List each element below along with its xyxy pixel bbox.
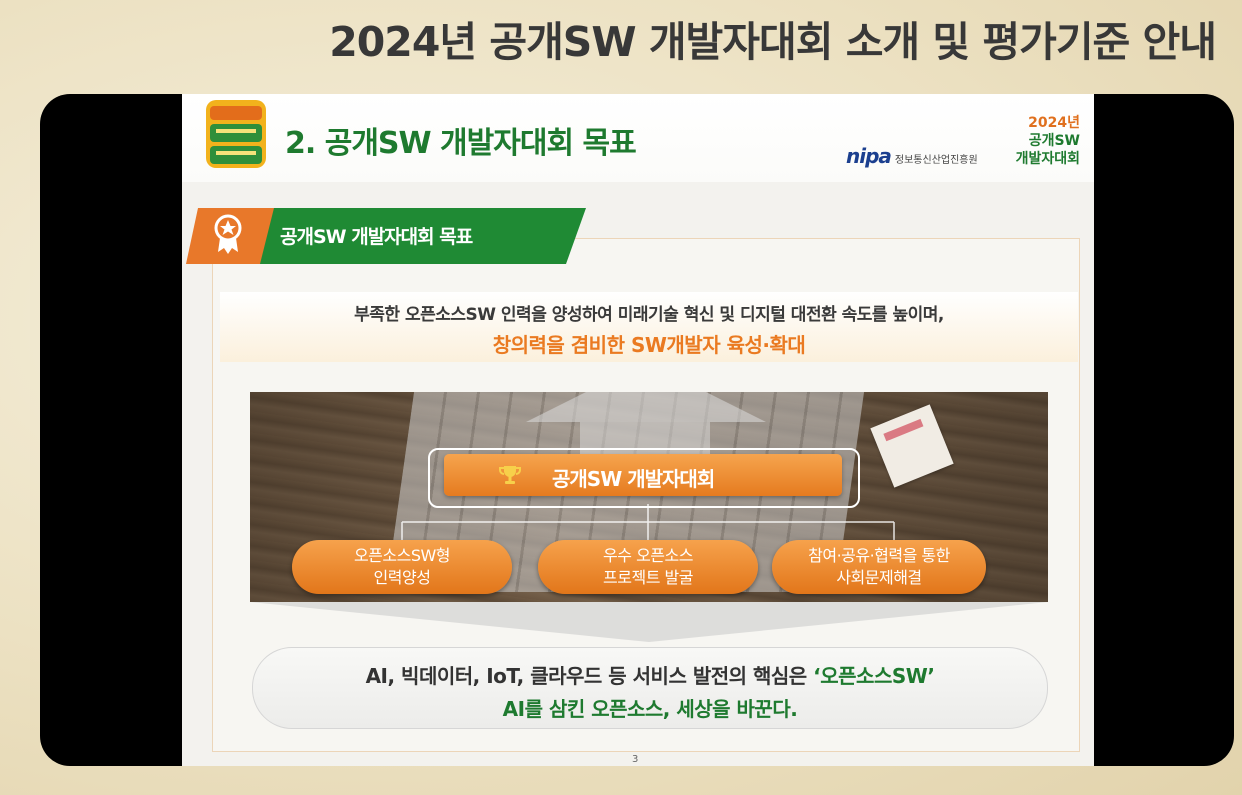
pillar-projects-line2: 프로젝트 발굴 [603,568,693,587]
page-number: 3 [632,754,639,765]
event-brand: 2024년 공개SW 개발자대회 [1016,114,1080,168]
page-title: 2024년 공개SW 개발자대회 소개 및 평가기준 안내 [329,18,1217,66]
pillar-talent-line1: 오픈소스SW형 [353,546,451,565]
section-label: 공개SW 개발자대회 목표 [280,226,473,248]
brand-name-line1: 공개SW [1028,133,1080,149]
background-photo: 공개SW 개발자대회 오픈소스SW형 인력양성 우수 오픈소스 프로젝트 발굴 … [250,392,1048,602]
pillar-talent: 오픈소스SW형 인력양성 [292,540,512,594]
section-banner [186,208,586,264]
pillar-projects: 우수 오픈소스 프로젝트 발굴 [538,540,758,594]
pillar-projects-line1: 우수 오픈소스 [603,546,693,565]
down-arrow-shape [250,602,1048,642]
pillar-social-line1: 참여·공유·협력을 통한 [808,546,950,565]
pillar-social-line2: 사회문제해결 [836,568,922,587]
summary-line1-prefix: AI, 빅데이터, IoT, 클라우드 등 서비스 발전의 핵심은 [365,664,814,688]
nipa-mark: nipa [846,144,892,168]
slide-title: 2. 공개SW 개발자대회 목표 [285,126,637,161]
award-ribbon-icon [214,214,242,254]
trophy-icon [499,466,521,484]
up-arrow-shape [526,392,766,422]
summary-box: AI, 빅데이터, IoT, 클라우드 등 서비스 발전의 핵심은 ‘오픈소스S… [252,647,1048,729]
summary-line2: AI를 삼킨 오픈소스, 세상을 바꾼다. [502,697,798,721]
center-label: 공개SW 개발자대회 [552,467,715,491]
contest-center-box: 공개SW 개발자대회 [444,454,842,496]
campaign-logo [206,100,266,168]
goal-statement: 부족한 오픈소스SW 인력을 양성하여 미래기술 혁신 및 디지털 대전환 속도… [220,292,1078,362]
pillar-talent-line2: 인력양성 [373,568,431,587]
summary-line1-highlight: ‘오픈소스SW’ [813,664,935,688]
summary-line1: AI, 빅데이터, IoT, 클라우드 등 서비스 발전의 핵심은 ‘오픈소스S… [253,660,1047,689]
goal-line1: 부족한 오픈소스SW 인력을 양성하여 미래기술 혁신 및 디지털 대전환 속도… [354,305,944,325]
brand-name-line2: 개발자대회 [1015,151,1080,167]
brand-year: 2024년 [1028,115,1080,131]
goal-line2: 창의력을 겸비한 SW개발자 육성·확대 [492,333,806,357]
center-frame [428,448,860,508]
pillar-social: 참여·공유·협력을 통한 사회문제해결 [772,540,986,594]
nipa-org-name: 정보통신산업진흥원 [894,155,978,166]
